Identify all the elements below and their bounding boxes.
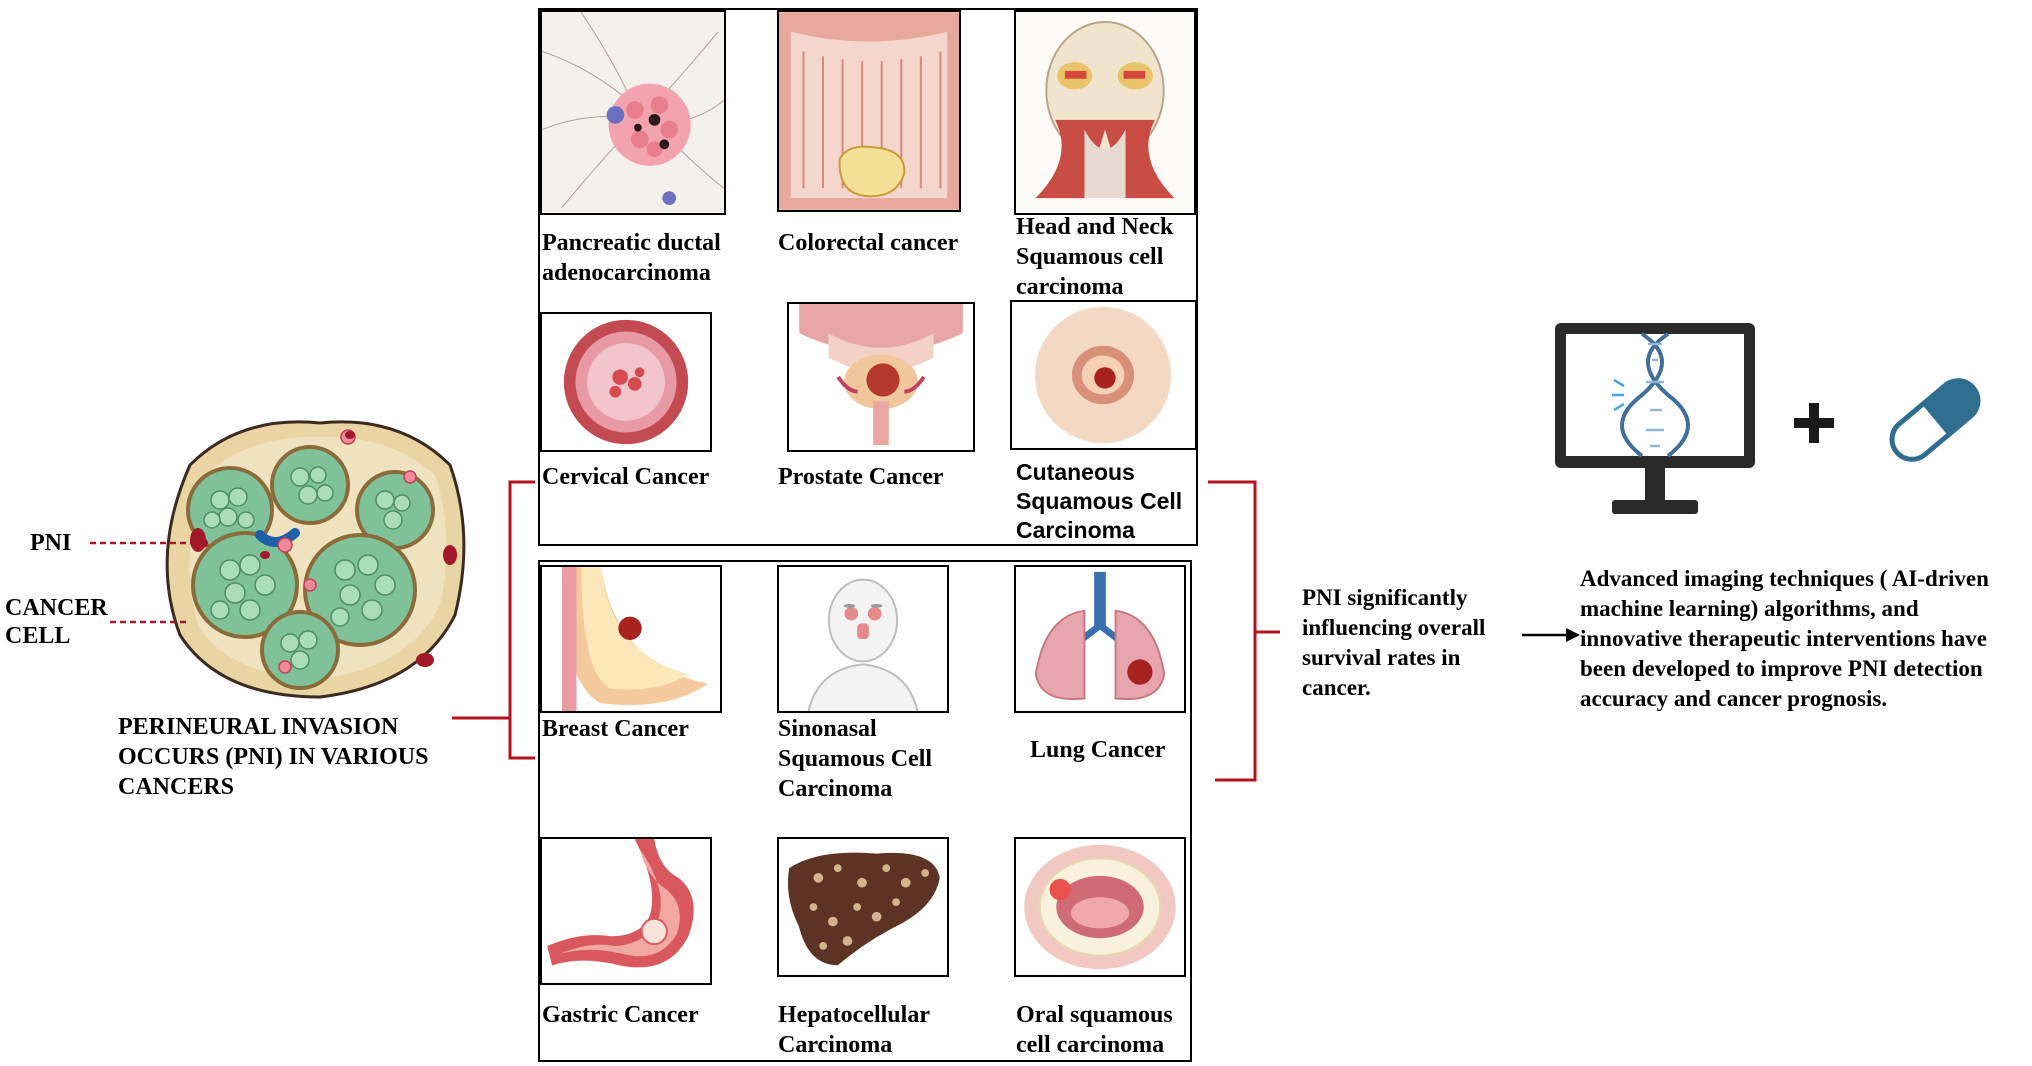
sinonasal-image [777,565,949,713]
left-bracket [452,480,535,760]
cancer-cell-label: CANCER CELL [5,595,108,649]
pni-survival-text: PNI significantly influencing overall su… [1302,585,1486,700]
sinonasal-label: Sinonasal Squamous Cell Carcinoma [778,716,933,802]
nerve-cross-section [150,405,470,705]
computer-dna-icon [1552,320,1758,530]
plus-icon [1794,403,1834,443]
advanced-techniques-text: Advanced imaging techniques ( AI-driven … [1580,566,1989,711]
capsule-pill-icon [1889,378,1981,462]
gastric-image [540,837,712,985]
lung-label: Lung Cancer [1030,737,1166,763]
colorectal-label: Colorectal cancer [778,230,959,256]
cancer-grid-bottom-frame [538,560,1192,1062]
breast-image [540,565,722,713]
oral-image [1014,837,1186,977]
right-bracket [1208,480,1280,782]
arrow-right-icon [1522,628,1580,642]
hepatocellular-label: Hepatocellular Carcinoma [778,1002,930,1058]
cancer-grid-top-frame [538,8,1198,546]
cervical-image [540,312,712,452]
pointer-lines [90,538,208,624]
colorectal-image [777,10,961,212]
pni-label: PNI [30,530,72,556]
hepatocellular-image [777,837,949,977]
head-neck-label: Head and Neck Squamous cell carcinoma [1016,214,1174,300]
gastric-label: Gastric Cancer [542,1002,699,1028]
pancreatic-image [540,10,726,215]
lung-image [1014,565,1186,713]
breast-label: Breast Cancer [542,716,689,742]
head-neck-image [1014,10,1196,215]
pancreatic-label: Pancreatic ductal adenocarcinoma [542,230,721,286]
cutaneous-label: Cutaneous Squamous Cell Carcinoma [1016,459,1183,543]
oral-label: Oral squamous cell carcinoma [1016,1002,1173,1058]
cervical-label: Cervical Cancer [542,464,710,490]
prostate-label: Prostate Cancer [778,464,944,490]
prostate-image [787,302,975,452]
nerve-illustration [165,420,466,699]
cutaneous-image [1010,300,1197,450]
pni-caption: PERINEURAL INVASION OCCURS (PNI) IN VARI… [118,714,429,800]
